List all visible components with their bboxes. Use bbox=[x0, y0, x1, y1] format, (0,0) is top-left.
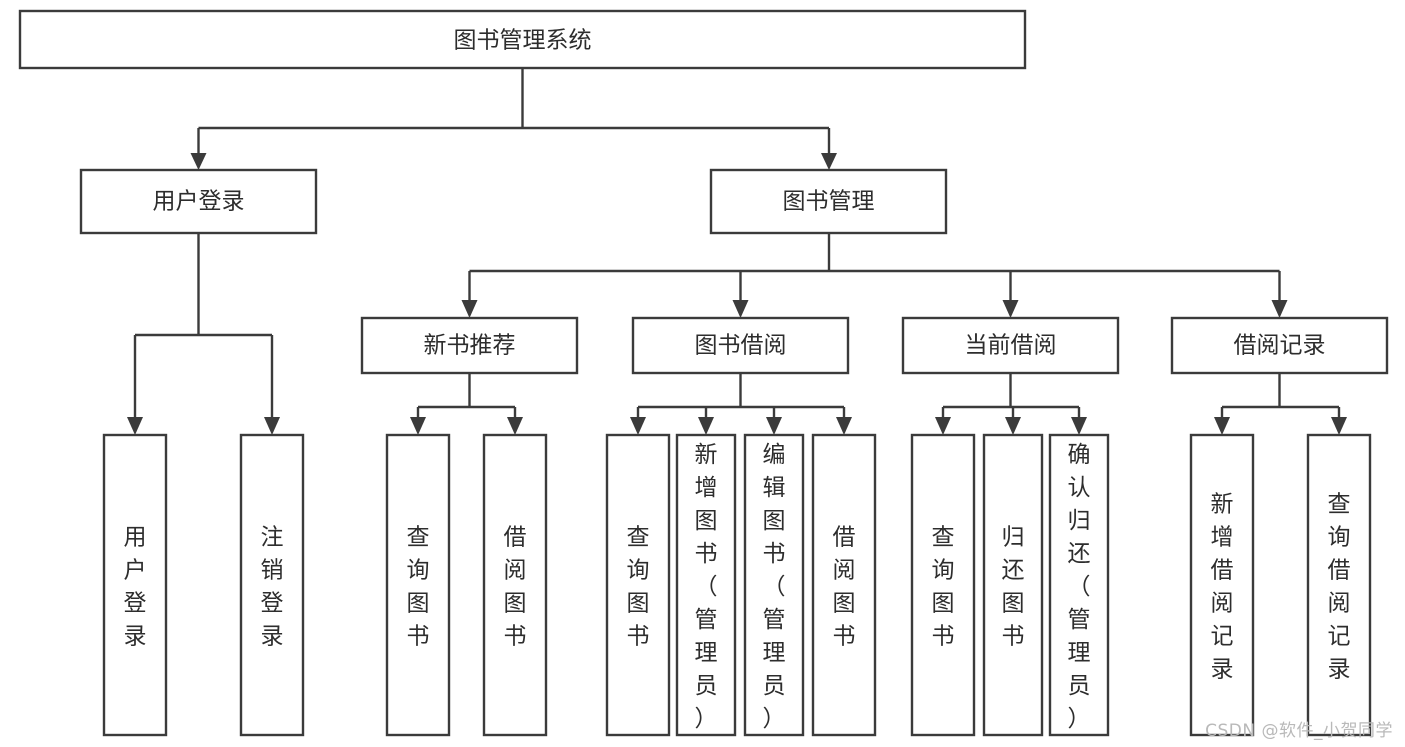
leaf-node-box[interactable] bbox=[482, 433, 548, 737]
leaf-node[interactable]: 查询借阅记录 bbox=[1306, 433, 1372, 737]
arrow-head-user-login bbox=[190, 153, 207, 170]
leaf-node-label: 查询图书 bbox=[932, 525, 955, 650]
leaf-node[interactable]: 查询图书 bbox=[910, 433, 976, 737]
arrow-head-bookborrow-child-4 bbox=[836, 417, 852, 435]
leaf-node-box[interactable] bbox=[675, 433, 737, 737]
arrow-head-current-borrow bbox=[1002, 300, 1019, 318]
node-borrow-record-label: 借阅记录 bbox=[1234, 333, 1326, 359]
leaf-node[interactable]: 确认归还（管理员） bbox=[1048, 433, 1110, 737]
leaf-node-label: 借阅图书 bbox=[833, 525, 856, 650]
connector-layer bbox=[127, 68, 1347, 435]
leaf-node-box[interactable] bbox=[239, 433, 305, 737]
leaf-node-label: 查询图书 bbox=[627, 525, 650, 650]
leaf-node-box[interactable] bbox=[1189, 433, 1255, 737]
leaf-node-box[interactable] bbox=[1306, 433, 1372, 737]
arrow-head-book-borrow bbox=[732, 300, 749, 318]
leaf-node-label: 新增图书（管理员） bbox=[695, 442, 718, 732]
leaf-node-label: 借阅图书 bbox=[504, 525, 527, 650]
node-borrow-record-box[interactable] bbox=[1170, 316, 1389, 375]
node-new-book-recommend-label: 新书推荐 bbox=[424, 333, 516, 359]
node-book-borrow[interactable]: 图书借阅 bbox=[631, 316, 850, 375]
leaf-node-label: 注销登录 bbox=[261, 525, 284, 650]
arrow-head-leaf-logout bbox=[264, 417, 280, 435]
arrow-head-book-manage bbox=[821, 153, 837, 170]
leaf-node-box[interactable] bbox=[102, 433, 168, 737]
node-current-borrow-box[interactable] bbox=[901, 316, 1120, 375]
arrow-head-leaf-user-login bbox=[127, 417, 143, 435]
node-borrow-record[interactable]: 借阅记录 bbox=[1170, 316, 1389, 375]
arrow-head-currentborrow-child-1 bbox=[935, 417, 951, 435]
node-user-login-box[interactable] bbox=[79, 168, 318, 235]
leaf-node[interactable]: 编辑图书（管理员） bbox=[743, 433, 805, 737]
arrow-head-bookborrow-child-2 bbox=[698, 417, 714, 435]
leaf-node-label: 编辑图书（管理员） bbox=[763, 442, 786, 732]
leaf-node[interactable]: 归还图书 bbox=[982, 433, 1044, 737]
leaf-node-label: 确认归还（管理员） bbox=[1068, 442, 1091, 732]
leaf-node[interactable]: 用户登录 bbox=[102, 433, 168, 737]
node-current-borrow-label: 当前借阅 bbox=[965, 333, 1057, 359]
leaf-node-box[interactable] bbox=[1048, 433, 1110, 737]
node-new-book-recommend[interactable]: 新书推荐 bbox=[360, 316, 579, 375]
arrow-head-borrow-record bbox=[1271, 300, 1288, 318]
leaf-node-label: 归还图书 bbox=[1002, 525, 1025, 650]
leaf-node[interactable]: 注销登录 bbox=[239, 433, 305, 737]
leaf-node-label: 用户登录 bbox=[124, 525, 147, 650]
leaf-node-box[interactable] bbox=[385, 433, 451, 737]
arrow-head-currentborrow-child-3 bbox=[1071, 417, 1087, 435]
node-book-manage-label: 图书管理 bbox=[783, 189, 875, 215]
node-book-borrow-label: 图书借阅 bbox=[695, 333, 787, 359]
leaf-node-box[interactable] bbox=[811, 433, 877, 737]
node-root-box[interactable] bbox=[18, 9, 1027, 70]
leaf-node-label: 查询借阅记录 bbox=[1328, 492, 1351, 683]
node-book-manage-box[interactable] bbox=[709, 168, 948, 235]
leaf-node-label: 新增借阅记录 bbox=[1211, 492, 1234, 683]
leaf-node-box[interactable] bbox=[910, 433, 976, 737]
leaf-node-box[interactable] bbox=[982, 433, 1044, 737]
leaf-node[interactable]: 新增图书（管理员） bbox=[675, 433, 737, 737]
leaf-node-box[interactable] bbox=[605, 433, 671, 737]
arrow-head-bookborrow-child-1 bbox=[630, 417, 646, 435]
node-root-label: 图书管理系统 bbox=[454, 28, 592, 54]
arrow-head-borrowrecord-child-1 bbox=[1214, 417, 1230, 435]
arrow-head-bookborrow-child-3 bbox=[766, 417, 782, 435]
node-user-login[interactable]: 用户登录 bbox=[79, 168, 318, 235]
watermark: CSDN @软件_小贺同学 bbox=[1205, 721, 1393, 741]
node-user-login-label: 用户登录 bbox=[153, 189, 245, 215]
node-root[interactable]: 图书管理系统 bbox=[18, 9, 1027, 70]
arrow-head-new-book bbox=[461, 300, 478, 318]
leaf-node[interactable]: 查询图书 bbox=[385, 433, 451, 737]
leaf-node-box[interactable] bbox=[743, 433, 805, 737]
leaf-node[interactable]: 借阅图书 bbox=[811, 433, 877, 737]
leaf-node[interactable]: 查询图书 bbox=[605, 433, 671, 737]
leaf-node[interactable]: 新增借阅记录 bbox=[1189, 433, 1255, 737]
node-book-borrow-box[interactable] bbox=[631, 316, 850, 375]
leaf-node-label: 查询图书 bbox=[407, 525, 430, 650]
arrow-head-currentborrow-child-2 bbox=[1005, 417, 1021, 435]
arrow-head-borrowrecord-child-2 bbox=[1331, 417, 1347, 435]
leaf-node-layer: 用户登录 注销登录 查询图书 借阅图书 查询图书 新增图书（管理员） 编辑图书（管理员） 借阅… bbox=[102, 433, 1372, 737]
leaf-node[interactable]: 借阅图书 bbox=[482, 433, 548, 737]
node-current-borrow[interactable]: 当前借阅 bbox=[901, 316, 1120, 375]
node-book-manage[interactable]: 图书管理 bbox=[709, 168, 948, 235]
node-new-book-recommend-box[interactable] bbox=[360, 316, 579, 375]
arrow-head-newbook-child-1 bbox=[410, 417, 426, 435]
arrow-head-newbook-child-2 bbox=[507, 417, 523, 435]
